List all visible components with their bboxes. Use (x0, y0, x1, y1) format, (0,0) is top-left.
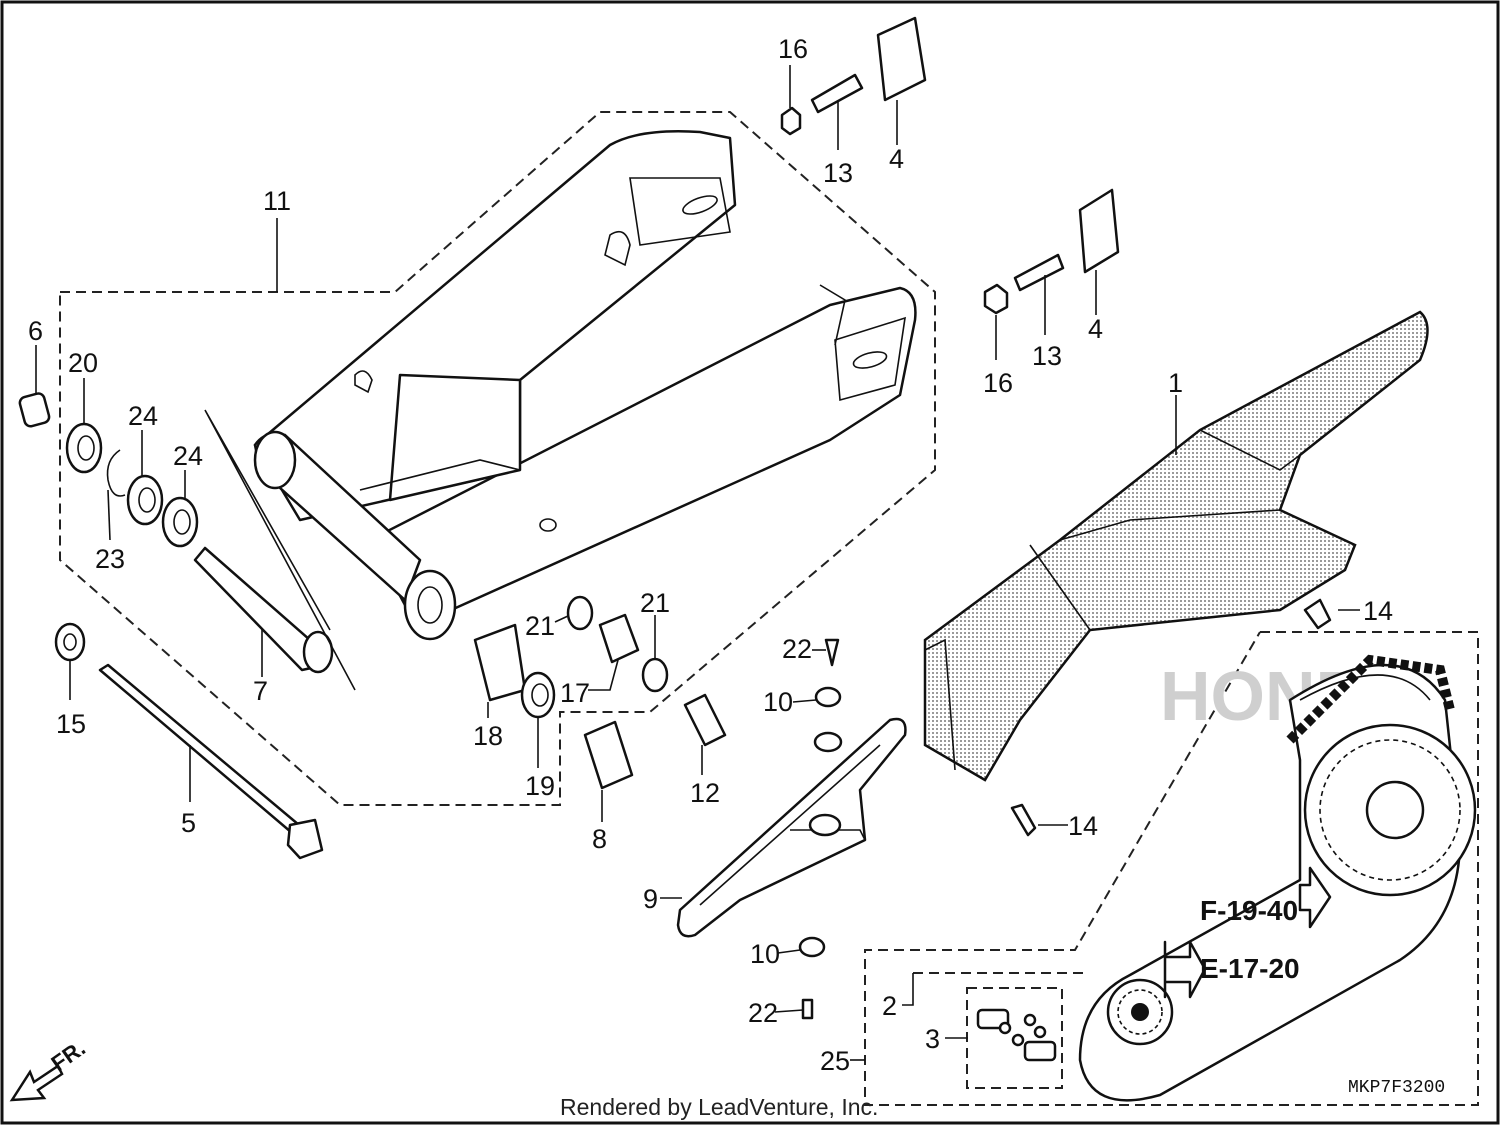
master-link (976, 1008, 1057, 1062)
callout-16: 16 (983, 368, 1013, 398)
callout-24: 24 (173, 441, 203, 471)
callout-3: 3 (925, 1024, 940, 1054)
reference-drive-sprocket: E-17-20 (1200, 953, 1300, 984)
reference-rear-sprocket: F-19-40 (1200, 895, 1298, 926)
callout-20: 20 (68, 348, 98, 378)
callout-23: 23 (95, 544, 125, 574)
callout-13: 13 (1032, 341, 1062, 371)
callout-10: 10 (763, 687, 793, 717)
swingarm-pivot-bore (403, 569, 457, 641)
callout-17: 17 (560, 678, 590, 708)
chain-slider (676, 717, 907, 938)
callout-18: 18 (473, 721, 503, 751)
callout-19: 19 (525, 771, 555, 801)
callouts: 16 13 4 11 16 13 4 1 6 20 24 24 23 7 15 … (28, 34, 1393, 1076)
callout-13: 13 (823, 158, 853, 188)
callout-2: 2 (882, 991, 897, 1021)
callout-16: 16 (778, 34, 808, 64)
chain-assembly-boundary (864, 631, 1479, 1106)
callout-10: 10 (750, 939, 780, 969)
callout-7: 7 (253, 676, 268, 706)
callout-14: 14 (1068, 811, 1098, 841)
callout-22: 22 (782, 634, 812, 664)
callout-6: 6 (28, 316, 43, 346)
ref-arrow-drive (1163, 940, 1207, 999)
callout-4: 4 (889, 144, 904, 174)
render-credit: Rendered by LeadVenture, Inc. (560, 1094, 878, 1120)
diagram-code: MKP7F3200 (1348, 1078, 1445, 1098)
front-direction-indicator: FR. (9, 1035, 90, 1102)
callout-22: 22 (748, 998, 778, 1028)
callout-25: 25 (820, 1046, 850, 1076)
callout-4: 4 (1088, 314, 1103, 344)
callout-1: 1 (1168, 368, 1183, 398)
callout-15: 15 (56, 709, 86, 739)
drive-chain-assembly (976, 654, 1477, 1102)
callout-14: 14 (1363, 596, 1393, 626)
front-arrow-icon (9, 1064, 64, 1102)
small-parts (18, 16, 1332, 1020)
swingarm (253, 129, 917, 641)
swingarm-assembly-boundary (59, 111, 936, 806)
callout-9: 9 (643, 884, 658, 914)
callout-11: 11 (263, 186, 291, 216)
ref-arrow-rear (1298, 866, 1332, 929)
callout-24: 24 (128, 401, 158, 431)
callout-21: 21 (640, 588, 670, 618)
callout-12: 12 (690, 778, 720, 808)
leader-lines (35, 65, 1360, 1061)
callout-21: 21 (525, 611, 555, 641)
callout-5: 5 (181, 808, 196, 838)
callout-8: 8 (592, 824, 607, 854)
